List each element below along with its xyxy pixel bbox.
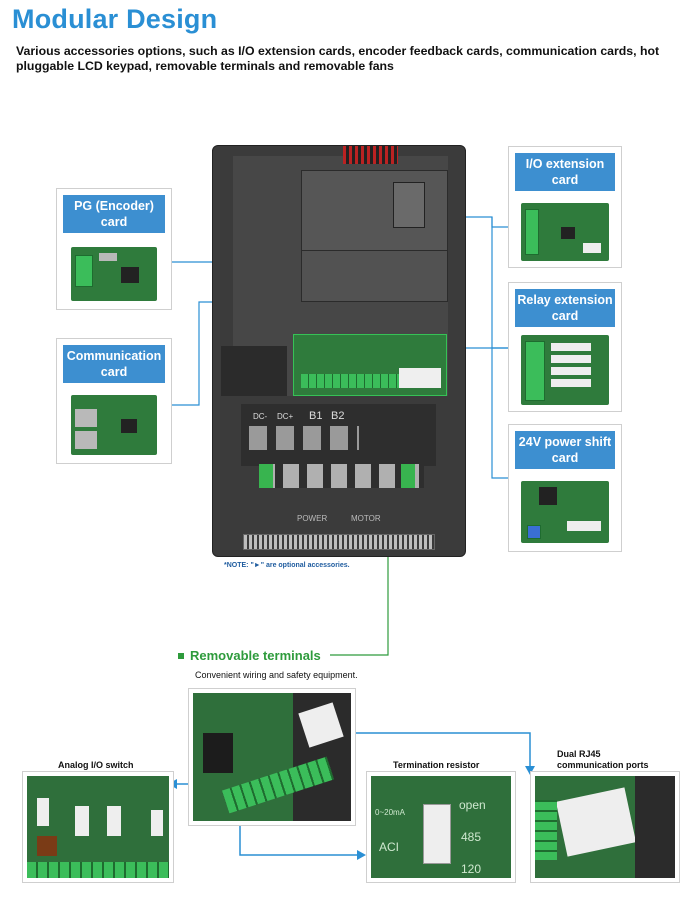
communication-pcb bbox=[71, 395, 157, 455]
termination-switch bbox=[423, 804, 451, 864]
relay-extension-card: Relay extension card bbox=[508, 282, 622, 412]
removable-terminals-bullet bbox=[178, 653, 184, 659]
removable-terminal-photo bbox=[188, 688, 356, 826]
power-shift-card: 24V power shift card bbox=[508, 424, 622, 552]
ground-terminal-right bbox=[401, 464, 415, 488]
main-terminals bbox=[259, 464, 424, 488]
termination-resistor-photo: 0~20mA ACI open 485 120 bbox=[366, 771, 516, 883]
dual-rj45-label-line1: Dual RJ45 bbox=[557, 749, 601, 759]
removable-terminals-description: Convenient wiring and safety equipment. bbox=[195, 670, 358, 680]
fan-connector bbox=[393, 182, 425, 228]
b1-label: B1 bbox=[309, 410, 323, 422]
dc-terminals bbox=[249, 426, 359, 450]
dc-plus-label: DC+ bbox=[277, 412, 294, 421]
pg-encoder-card: PG (Encoder) card bbox=[56, 188, 172, 310]
dual-rj45-photo bbox=[530, 771, 680, 883]
page-subtitle: Various accessories options, such as I/O… bbox=[16, 44, 660, 73]
red-wires bbox=[343, 146, 398, 164]
dc-minus-label: DC- bbox=[253, 412, 268, 421]
removable-terminals-title: Removable terminals bbox=[190, 648, 321, 663]
ground-terminal bbox=[259, 464, 273, 488]
power-label: POWER bbox=[297, 514, 328, 523]
b2-label: B2 bbox=[331, 410, 345, 422]
control-terminals bbox=[301, 374, 401, 388]
power-shift-card-label: 24V power shift card bbox=[515, 431, 615, 469]
white-label bbox=[399, 368, 441, 388]
termination-resistor-label: Termination resistor bbox=[393, 760, 480, 770]
motor-label: MOTOR bbox=[351, 514, 381, 523]
page-title: Modular Design bbox=[12, 4, 218, 34]
switch-mark-020ma: 0~20mA bbox=[375, 808, 406, 817]
communication-card-label: Communication card bbox=[63, 345, 165, 383]
io-extension-card-label: I/O extension card bbox=[515, 153, 615, 191]
communication-card: Communication card bbox=[56, 338, 172, 464]
io-extension-pcb bbox=[521, 203, 609, 261]
keypad-bracket bbox=[221, 346, 287, 396]
switch-mark-120: 120 bbox=[461, 862, 482, 876]
pg-slot bbox=[301, 250, 448, 302]
analog-io-switch-label: Analog I/O switch bbox=[58, 760, 134, 770]
switch-mark-open: open bbox=[459, 798, 486, 812]
power-terminal-block bbox=[241, 404, 436, 466]
power-shift-pcb bbox=[521, 481, 609, 543]
dual-rj45-label-line2: communication ports bbox=[557, 760, 649, 770]
switch-mark-485: 485 bbox=[461, 830, 482, 844]
pg-encoder-card-label: PG (Encoder) card bbox=[63, 195, 165, 233]
drive-unit: DC- DC+ B1 B2 POWER MOTOR bbox=[212, 145, 466, 557]
relay-extension-card-label: Relay extension card bbox=[515, 289, 615, 327]
switch-mark-aci: ACI bbox=[379, 840, 400, 854]
optional-accessories-note: *NOTE: "►" are optional accessories. bbox=[224, 562, 350, 569]
relay-extension-pcb bbox=[521, 335, 609, 405]
pg-encoder-pcb bbox=[71, 247, 157, 301]
analog-io-switch-photo bbox=[22, 771, 174, 883]
io-extension-card: I/O extension card bbox=[508, 146, 622, 268]
io-slot bbox=[301, 170, 448, 252]
bottom-grille bbox=[243, 534, 435, 550]
